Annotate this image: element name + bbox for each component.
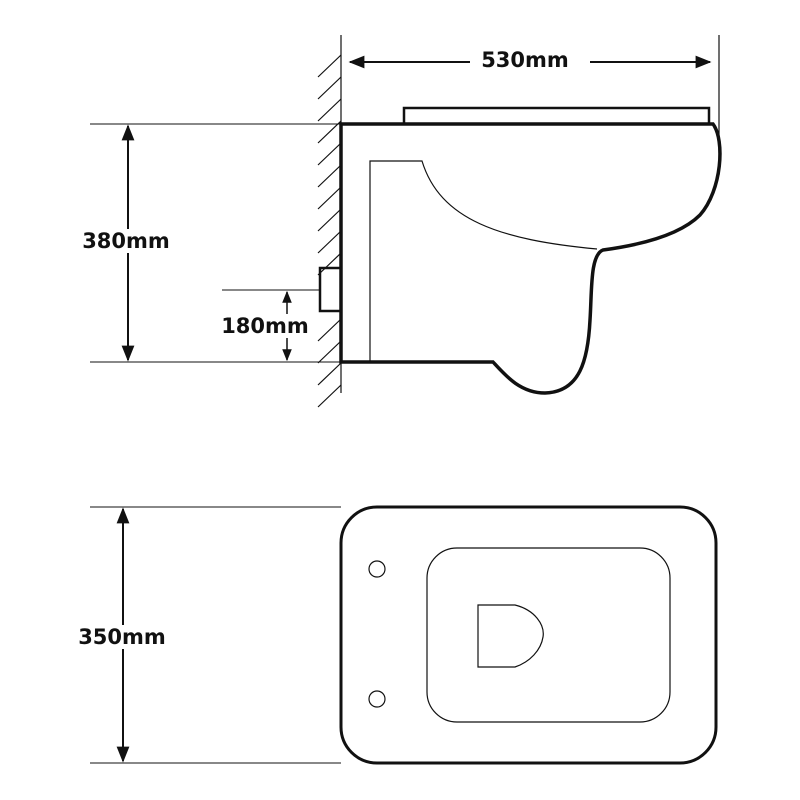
hatch-line <box>317 362 342 386</box>
depth-label: 350mm <box>74 625 170 649</box>
bowl-opening <box>477 604 544 668</box>
toilet-bowl-rim-top <box>426 547 671 723</box>
waste-height-label: 180mm <box>217 314 313 338</box>
hatch-line <box>317 76 342 100</box>
hatch-line <box>317 164 342 188</box>
toilet-outline-top <box>339 505 718 765</box>
hatch-line <box>317 208 342 232</box>
hatch-line <box>317 142 342 166</box>
toilet-bowl-inner-line <box>369 160 598 362</box>
hatch-line <box>317 186 342 210</box>
seat-hinge-hole-top <box>368 560 386 578</box>
hatch-line <box>317 98 342 122</box>
wall-hatching <box>317 54 342 408</box>
hatch-line <box>317 54 342 78</box>
toilet-seat-side <box>402 106 711 126</box>
seat-hinge-hole-bottom <box>368 690 386 708</box>
hatch-line <box>317 230 342 254</box>
hatch-line <box>317 384 342 408</box>
hatch-line <box>317 120 342 144</box>
hatch-line <box>317 252 342 276</box>
height-label: 380mm <box>78 229 174 253</box>
toilet-body-side <box>339 122 722 395</box>
width-label: 530mm <box>477 48 573 72</box>
hatch-line <box>317 318 342 342</box>
waste-pipe <box>318 266 343 313</box>
hatch-line <box>317 340 342 364</box>
